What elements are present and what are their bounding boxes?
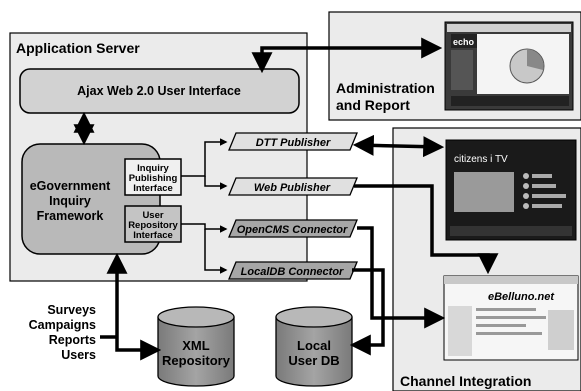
inquiry-dtt-arrow bbox=[181, 138, 228, 177]
side-list-campaigns: Campaigns bbox=[29, 318, 96, 332]
ajax-ui-label: Ajax Web 2.0 User Interface bbox=[77, 84, 241, 98]
side-list-reports: Reports bbox=[49, 333, 96, 347]
user-interface-1: User bbox=[142, 210, 163, 221]
dtt-tv-arrow bbox=[352, 134, 445, 158]
admin-label-1: Administration bbox=[336, 80, 435, 96]
web-screenshot: eBelluno.net bbox=[443, 275, 579, 361]
user-opencms-arrow bbox=[181, 223, 228, 233]
inquiry-interface-1: Inquiry bbox=[137, 163, 169, 174]
localdb-db-arrow bbox=[349, 268, 385, 356]
framework-label-3: Framework bbox=[37, 209, 104, 223]
opencms-portal-arrow bbox=[357, 226, 446, 329]
web-portal-arrow bbox=[354, 184, 499, 275]
web-publisher-label: Web Publisher bbox=[254, 182, 331, 194]
admin-label-2: and Report bbox=[336, 97, 410, 113]
user-localdb-arrow bbox=[204, 229, 228, 274]
xml-db-label-1: XML bbox=[182, 338, 210, 353]
localdb-connector-label: LocalDB Connector bbox=[241, 266, 344, 278]
ajax-ui-box bbox=[19, 68, 300, 114]
channel-label: Channel Integration bbox=[400, 373, 531, 389]
inquiry-interface-box bbox=[124, 158, 182, 196]
ajax-admin-arrow bbox=[251, 37, 443, 74]
dtt-publisher: DTT Publisher bbox=[228, 132, 358, 151]
side-list: Surveys Campaigns Reports Users bbox=[29, 303, 96, 362]
app-server-title: Application Server bbox=[16, 40, 140, 56]
opencms-connector: OpenCMS Connector bbox=[228, 219, 358, 238]
app-server-panel: Application Server Ajax Web 2.0 User Int… bbox=[9, 32, 308, 282]
side-list-surveys: Surveys bbox=[47, 303, 96, 317]
user-interface-box bbox=[124, 205, 182, 243]
web-logo: eBelluno.net bbox=[488, 291, 555, 303]
user-interface-2: Repository bbox=[128, 220, 178, 231]
admin-panel: Administration and Report echo bbox=[328, 11, 581, 121]
framework-label-2: Inquiry bbox=[49, 194, 91, 208]
inquiry-web-arrow bbox=[204, 176, 228, 190]
inquiry-interface-2: Publishing bbox=[129, 173, 178, 184]
xml-repository-db: XML Repository bbox=[157, 306, 235, 387]
framework-xml-arrow bbox=[106, 252, 162, 361]
local-db-label-2: User DB bbox=[288, 353, 339, 368]
web-publisher: Web Publisher bbox=[228, 177, 358, 196]
dtt-publisher-label: DTT Publisher bbox=[256, 137, 331, 149]
local-db-label-1: Local bbox=[297, 338, 331, 353]
admin-screen-logo: echo bbox=[453, 37, 475, 47]
inquiry-interface-3: Interface bbox=[133, 183, 173, 194]
xml-db-label-2: Repository bbox=[162, 353, 231, 368]
local-user-db: Local User DB bbox=[275, 306, 353, 387]
admin-screenshot: echo bbox=[444, 21, 574, 111]
framework-label-1: eGovernment bbox=[30, 179, 111, 193]
connectors bbox=[73, 37, 499, 361]
localdb-connector: LocalDB Connector bbox=[228, 261, 358, 280]
side-list-users: Users bbox=[61, 348, 96, 362]
tv-logo: citizens i TV bbox=[454, 154, 508, 165]
tv-screenshot: citizens i TV bbox=[445, 139, 577, 241]
user-interface-3: Interface bbox=[133, 230, 173, 241]
opencms-connector-label: OpenCMS Connector bbox=[237, 224, 348, 236]
